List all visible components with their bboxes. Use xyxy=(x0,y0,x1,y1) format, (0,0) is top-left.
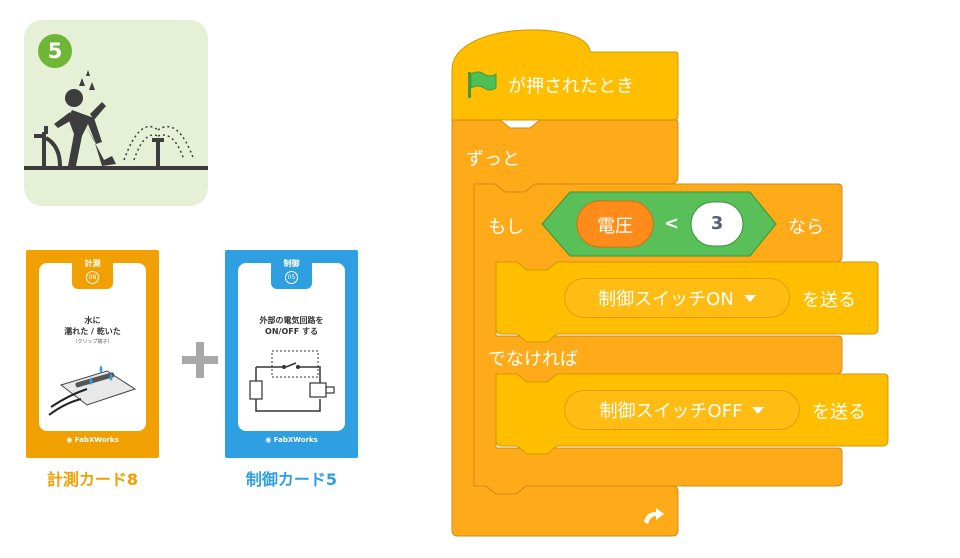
card-title-line1: 外部の電気回路を xyxy=(259,316,324,325)
message-name: 制御スイッチOFF xyxy=(599,401,743,422)
card-tab: 計測 08 xyxy=(72,253,113,289)
card-tab: 制御 05 xyxy=(271,253,312,289)
broadcast-action-label: を送る xyxy=(802,290,856,311)
card-face: 外部の電気回路を ON/OFF する xyxy=(238,263,345,431)
card-logo-text: FabXWorks xyxy=(273,436,318,444)
when-flag-clicked-text: が押されたとき xyxy=(508,76,634,97)
clip-sensor-illustration xyxy=(48,365,137,416)
else-label: でなければ xyxy=(488,349,578,370)
hat-block[interactable] xyxy=(451,29,679,121)
message-dropdown-off[interactable]: 制御スイッチOFF xyxy=(564,390,800,430)
control-card-5: 外部の電気回路を ON/OFF する 制御 05 ◉ FabXWorks xyxy=(225,250,358,458)
person-slipping-illustration xyxy=(24,70,208,170)
measure-card-8: 水に 濡れた / 乾いた （クリップ端子） 計測 08 ◉ FabXWorks xyxy=(26,250,159,458)
card-title-line1: 水に xyxy=(84,316,101,325)
message-dropdown-on[interactable]: 制御スイッチON xyxy=(564,278,790,318)
card-label: 制御カード5 xyxy=(245,470,338,489)
then-label: なら xyxy=(788,217,824,238)
forever-label: ずっと xyxy=(466,149,520,170)
card-logo-text: FabXWorks xyxy=(74,436,119,444)
card-number: 08 xyxy=(86,271,99,284)
plus-icon xyxy=(182,342,218,378)
green-flag-icon xyxy=(468,71,497,98)
card-category: 制御 xyxy=(283,259,300,268)
circuit-illustration xyxy=(249,350,335,412)
card-title-line2: 濡れた / 乾いた xyxy=(64,327,121,336)
loop-arrow-icon xyxy=(644,508,664,524)
card-category: 計測 xyxy=(84,259,101,268)
value-input[interactable] xyxy=(690,201,744,247)
dropdown-caret-icon xyxy=(752,406,765,414)
card-number: 05 xyxy=(285,271,298,284)
value-text: 3 xyxy=(710,213,724,234)
if-label: もし xyxy=(488,217,524,238)
message-name: 制御スイッチON xyxy=(598,289,734,310)
voltage-variable-reporter[interactable] xyxy=(576,200,654,248)
step-badge: 5 xyxy=(38,34,72,68)
card-logo: ◉ FabXWorks xyxy=(265,436,318,444)
card-label: 計測カード8 xyxy=(46,470,139,489)
card-title-line2: ON/OFF する xyxy=(265,327,318,336)
illustration-panel: 5 xyxy=(24,20,208,206)
dropdown-caret-icon xyxy=(743,294,756,302)
card-face: 水に 濡れた / 乾いた （クリップ端子） xyxy=(39,263,146,431)
card-subtitle: （クリップ端子） xyxy=(72,339,113,345)
broadcast-action-label: を送る xyxy=(812,402,866,423)
variable-name: 電圧 xyxy=(597,216,633,237)
operator-symbol: < xyxy=(664,213,680,234)
card-logo: ◉ FabXWorks xyxy=(66,436,119,444)
